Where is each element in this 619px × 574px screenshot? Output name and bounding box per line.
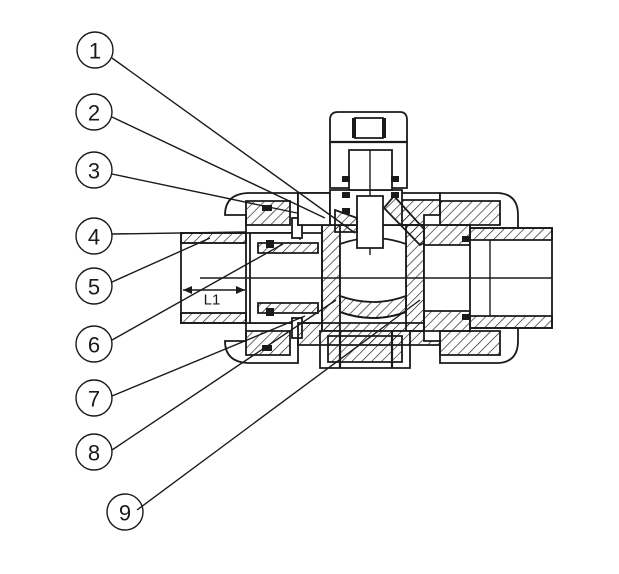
left-end-connector	[249, 215, 323, 339]
callout-8: 8	[75, 433, 113, 471]
leader-6	[111, 243, 284, 341]
callout-1: 1	[76, 31, 114, 69]
callout-number: 9	[119, 501, 131, 526]
callout-6: 6	[75, 325, 113, 363]
leader-8	[111, 299, 337, 451]
dimension-l1: L1	[183, 286, 245, 309]
leader-2	[111, 116, 326, 219]
callout-number: 8	[88, 441, 100, 466]
callout-2: 2	[75, 93, 113, 131]
leader-7	[111, 315, 306, 397]
valve-body	[180, 111, 553, 369]
callout-5: 5	[75, 267, 113, 305]
left-union-nut	[224, 192, 299, 364]
callout-3: 3	[75, 151, 113, 189]
bottom-block	[297, 322, 441, 369]
dimension-label-l1: L1	[204, 292, 221, 309]
callout-number: 4	[88, 225, 100, 250]
callout-4: 4	[75, 217, 113, 255]
stem-handle	[329, 111, 408, 255]
leader-4	[111, 231, 247, 235]
leader-9	[136, 299, 421, 511]
callout-number: 6	[88, 333, 100, 358]
callouts: 1 2 3 4 5 6 7 8	[75, 31, 144, 531]
callout-9: 9	[106, 493, 144, 531]
callout-number: 1	[89, 39, 101, 64]
leader-3	[111, 173, 298, 214]
callout-number: 3	[88, 159, 100, 184]
callout-number: 2	[88, 101, 100, 126]
callout-number: 7	[88, 387, 100, 412]
leader-1	[111, 57, 356, 234]
callout-7: 7	[75, 379, 113, 417]
leader-lines	[111, 57, 421, 511]
callout-number: 5	[88, 275, 100, 300]
leader-5	[111, 237, 211, 283]
